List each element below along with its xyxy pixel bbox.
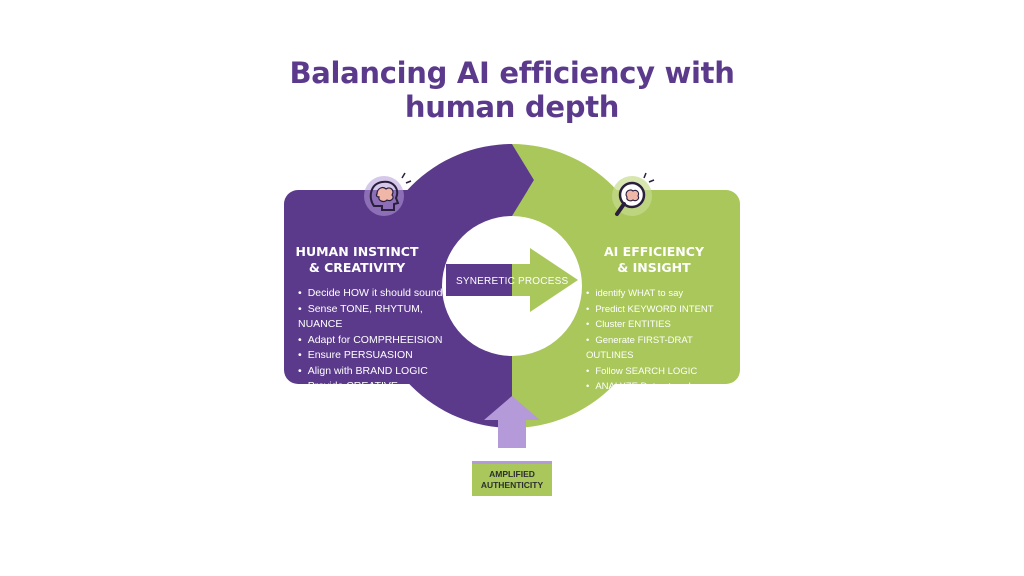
right-title-line-2: & INSIGHT bbox=[617, 260, 691, 275]
right-panel-list: identify WHAT to say Predict KEYWORD INT… bbox=[586, 286, 736, 395]
list-item: Ensure PERSUASION bbox=[298, 348, 458, 364]
left-title-line-2: & CREATIVITY bbox=[308, 260, 406, 275]
left-panel-title: HUMAN INSTINCT & CREATIVITY bbox=[292, 244, 422, 276]
left-title-line-1: HUMAN INSTINCT bbox=[295, 244, 419, 259]
bottom-line-1: AMPLIFIED bbox=[489, 469, 535, 479]
list-item: Sense TONE, RHYTUM, NUANCE bbox=[298, 302, 458, 333]
right-panel-title: AI EFFICIENCY & INSIGHT bbox=[594, 244, 714, 276]
list-item: ANALYZE Data at scale bbox=[586, 379, 736, 395]
magnifier-brain-icon bbox=[612, 172, 655, 216]
right-title-line-1: AI EFFICIENCY bbox=[604, 244, 704, 259]
list-item: Align with BRAND LOGIC bbox=[298, 364, 458, 380]
title-line-2: human depth bbox=[404, 90, 620, 124]
ring-chevron bbox=[460, 144, 534, 216]
list-item: Predict KEYWORD INTENT bbox=[586, 302, 736, 318]
amplified-authenticity-box: AMPLIFIED AUTHENTICITY bbox=[472, 461, 552, 496]
synergy-arrow-label: SYNERETIC PROCESS bbox=[456, 276, 569, 287]
list-item: Generate FIRST-DRAT OUTLINES bbox=[586, 333, 736, 364]
up-arrow bbox=[484, 396, 540, 448]
list-item: Cluster ENTITIES bbox=[586, 317, 736, 333]
list-item: identify WHAT to say bbox=[586, 286, 736, 302]
list-item: Adapt for COMPRHEEISION bbox=[298, 333, 458, 349]
human-head-brain-icon bbox=[364, 172, 412, 216]
page-title: Balancing AI efficiency with human depth bbox=[0, 56, 1024, 124]
list-item: Decide HOW it should sound bbox=[298, 286, 458, 302]
bottom-line-2: AUTHENTICITY bbox=[480, 480, 544, 490]
list-item: Follow SEARCH LOGIC bbox=[586, 364, 736, 380]
title-line-1: Balancing AI efficiency with bbox=[289, 56, 735, 90]
list-item: Provide CREATIVE DIRECTION bbox=[298, 379, 458, 410]
left-panel-list: Decide HOW it should sound Sense TONE, R… bbox=[298, 286, 458, 410]
